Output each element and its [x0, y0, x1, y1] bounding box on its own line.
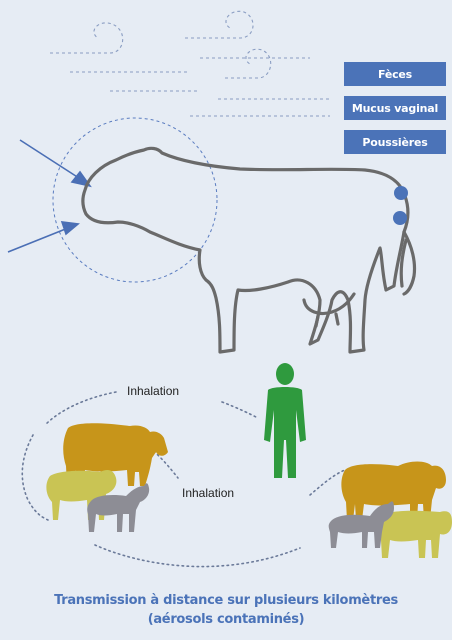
inhalation-label-top: Inhalation — [127, 384, 179, 398]
air-arrows-icon — [8, 140, 90, 252]
caption-line-1: Transmission à distance sur plusieurs ki… — [0, 591, 452, 610]
source-feces-badge: Fèces — [344, 62, 446, 86]
cow-outline-icon — [83, 148, 415, 352]
human-icon — [264, 363, 306, 478]
source-dust-badge: Poussières — [344, 130, 446, 154]
inhalation-label-bottom: Inhalation — [182, 486, 234, 500]
wind-swirls-icon — [50, 11, 330, 116]
inhalation-zone-circle — [53, 118, 217, 282]
source-vaginal-mucus-badge: Mucus vaginal — [344, 96, 446, 120]
caption-line-2: (aérosols contaminés) — [0, 610, 452, 629]
right-herd-icon — [329, 462, 452, 559]
diagram-caption: Transmission à distance sur plusieurs ki… — [0, 591, 452, 629]
source-dot-top — [394, 186, 408, 200]
source-dot-bottom — [393, 211, 407, 225]
left-herd-icon — [46, 423, 168, 532]
